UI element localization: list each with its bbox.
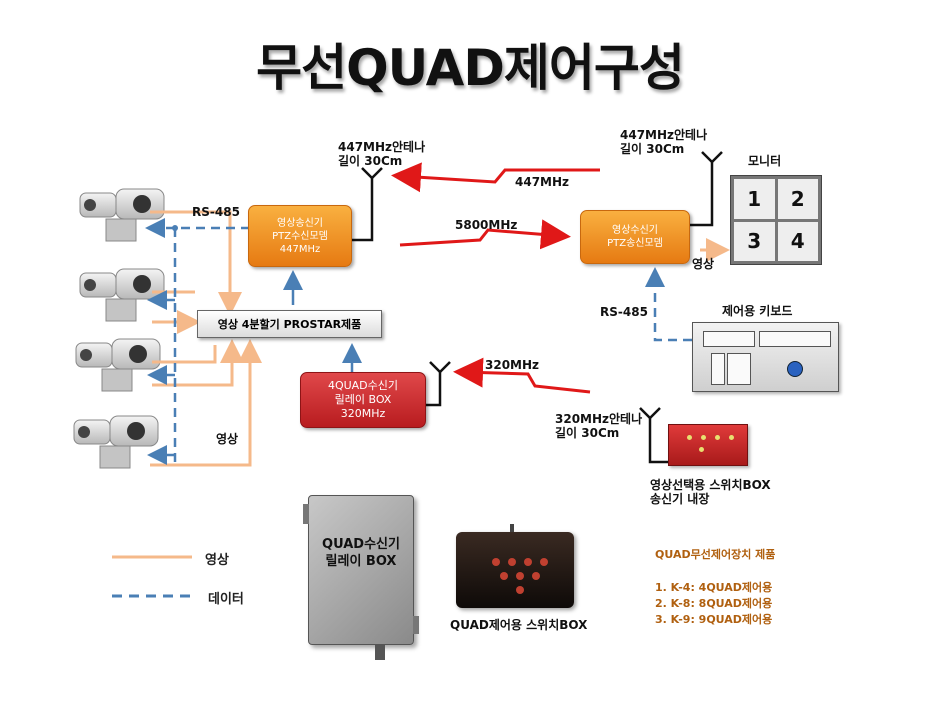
monitor-cell-3: 3 [734, 221, 775, 261]
video-lines [150, 210, 730, 467]
freq-320-label: 320MHz [485, 358, 540, 372]
control-keyboard [692, 322, 839, 392]
monitor-cell-1: 1 [734, 179, 775, 219]
ptz-camera-3 [75, 338, 161, 392]
product-list: 1. K-4: 4QUAD제어용 2. K-8: 8QUAD제어용 3. K-9… [655, 580, 772, 628]
video-label-left: 영상 [216, 432, 239, 446]
video-select-switch-box [668, 424, 748, 466]
rs485-left-label: RS-485 [192, 205, 240, 219]
ptz-camera-2 [79, 268, 165, 322]
antenna-icon-top-right [690, 151, 723, 227]
product-item: 1. K-4: 4QUAD제어용 [655, 581, 773, 594]
monitor-label: 모니터 [748, 154, 782, 168]
freq-447-label: 447MHz [515, 175, 570, 189]
monitor: 1 2 3 4 [730, 175, 822, 265]
video-quad-divider: 영상 4분할기 PROSTAR제품 [197, 310, 382, 338]
data-lines [145, 218, 692, 465]
keyboard-label: 제어용 키보드 [722, 304, 793, 318]
joystick-icon [787, 361, 803, 377]
quad-control-switch-box [456, 524, 574, 608]
product-heading: QUAD무선제어장치 제품 [655, 548, 776, 561]
legend-data-label: 데이터 [208, 592, 244, 607]
ptz-camera-4 [73, 415, 159, 469]
video-label-right: 영상 [692, 257, 715, 271]
antenna-icon-bottom [639, 407, 670, 464]
signal-arrows [391, 162, 600, 394]
ptz-camera-1 [79, 188, 165, 242]
antenna-icon-quad [425, 361, 451, 407]
legend-video-label: 영상 [205, 553, 229, 568]
product-item: 2. K-8: 8QUAD제어용 [655, 597, 773, 610]
monitor-cell-2: 2 [777, 179, 818, 219]
page-title: 무선QUAD제어구성 [256, 39, 685, 97]
quad-switch-caption: QUAD제어용 스위치BOX [450, 618, 588, 632]
rs485-right-label: RS-485 [600, 305, 648, 319]
product-item: 3. K-9: 9QUAD제어용 [655, 613, 773, 626]
freq-5800-label: 5800MHz [455, 218, 518, 232]
antenna-icon-top-left [352, 167, 383, 242]
monitor-cell-4: 4 [777, 221, 818, 261]
